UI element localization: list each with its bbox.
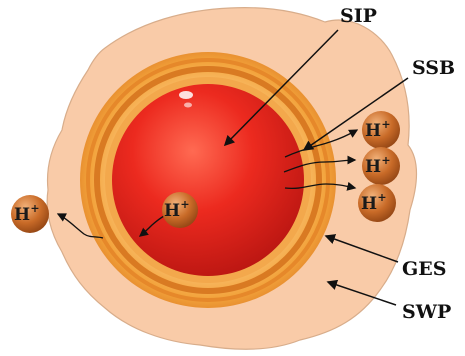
ion-left: H + [11, 195, 49, 233]
label-swp: SWP [402, 301, 451, 323]
label-sip: SIP [340, 5, 377, 27]
svg-text:+: + [377, 191, 386, 204]
svg-text:+: + [180, 198, 189, 211]
ion-right-middle: H + [362, 147, 400, 185]
svg-text:+: + [30, 202, 39, 215]
svg-text:H: H [365, 121, 381, 141]
core-highlight-small [184, 103, 192, 108]
ion-right-top: H + [362, 111, 400, 149]
svg-text:H: H [361, 194, 377, 214]
label-ges: GES [402, 258, 446, 280]
svg-text:+: + [381, 154, 390, 167]
svg-text:H: H [365, 157, 381, 177]
red-core [112, 84, 304, 276]
core-highlight [179, 91, 193, 99]
svg-text:H: H [164, 201, 180, 221]
ion-right-bottom: H + [358, 184, 396, 222]
svg-text:+: + [381, 118, 390, 131]
label-ssb: SSB [412, 57, 455, 79]
svg-text:H: H [14, 205, 30, 225]
ion-inside: H + [162, 192, 198, 228]
